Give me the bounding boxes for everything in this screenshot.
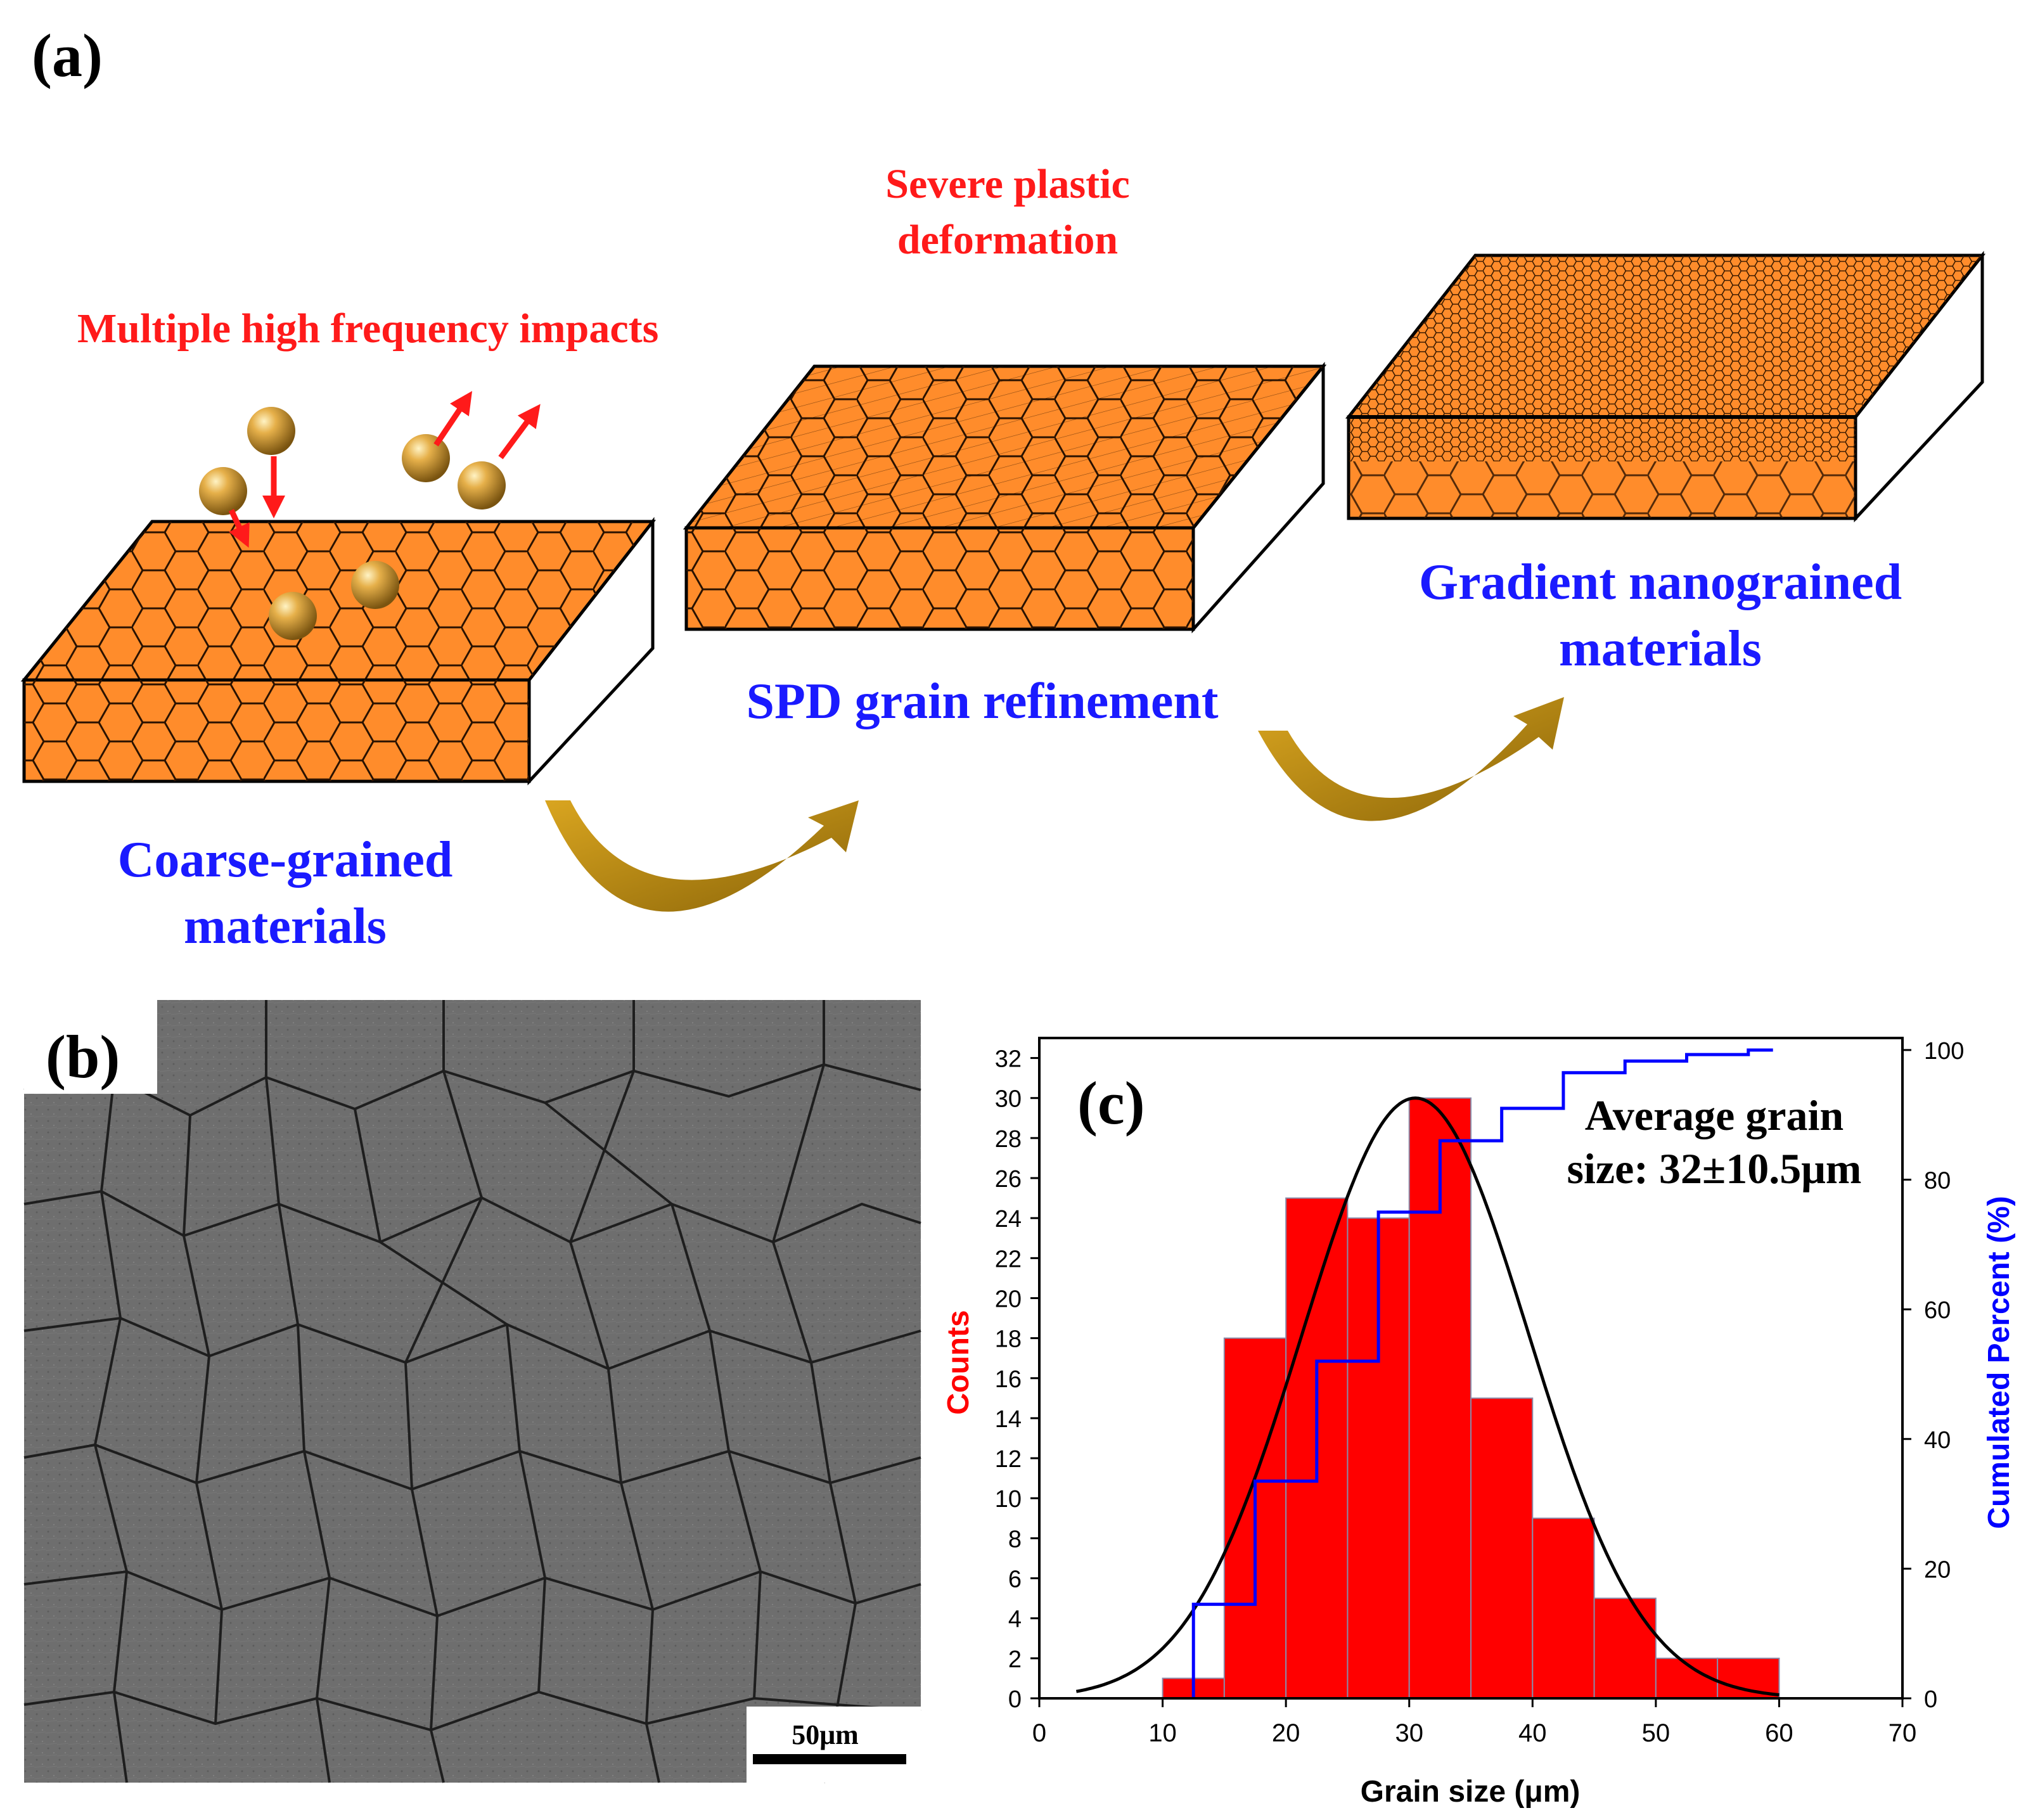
panel-b-label-bg (24, 1000, 157, 1094)
x-tick-label: 50 (1642, 1719, 1671, 1747)
y2-axis-label: Cumulated Percent (%) (1982, 1196, 2016, 1528)
y-tick-label: 16 (995, 1366, 1022, 1393)
histogram-bar (1532, 1517, 1595, 1699)
panel-b: (b) 50μm (23, 1000, 921, 1783)
x-tick-label: 30 (1395, 1719, 1423, 1747)
y-tick-label: 24 (995, 1206, 1022, 1233)
spd-block (683, 361, 1327, 634)
y-tick-label: 14 (995, 1406, 1022, 1433)
spd-label-line1: Severe plastic (885, 161, 1130, 207)
panel-a-label: (a) (32, 22, 103, 89)
y-tick-label: 8 (1008, 1526, 1022, 1553)
y-tick-label: 2 (1008, 1646, 1022, 1673)
y2-tick-label: 0 (1924, 1686, 1937, 1713)
y-tick-label: 18 (995, 1326, 1022, 1353)
impact-arrow (228, 509, 250, 548)
shot-ball (247, 407, 295, 455)
y-tick-label: 20 (995, 1286, 1022, 1312)
x-tick-label: 0 (1032, 1719, 1046, 1747)
histogram-bar (1593, 1598, 1657, 1699)
spd-label-line2: deformation (897, 217, 1118, 263)
impact-label: Multiple high frequency impacts (77, 305, 658, 352)
rebound-arrow (498, 404, 541, 459)
panel-a: (a) Multiple high frequency impacts Seve… (20, 22, 1986, 954)
y-tick-label: 30 (995, 1086, 1022, 1113)
gradient-block (1345, 250, 1986, 523)
scale-bar-box (747, 1707, 921, 1783)
sem-micrograph (24, 1000, 921, 1783)
plot-frame (1038, 1037, 1904, 1700)
process-arrow-2 (1258, 697, 1564, 821)
scale-bar-label: 50μm (792, 1719, 859, 1750)
y2-tick-label: 60 (1924, 1297, 1951, 1324)
y-tick-label: 0 (1008, 1686, 1022, 1713)
coarse-block (20, 516, 657, 786)
x-tick-label: 70 (1889, 1719, 1917, 1747)
impact-shots (199, 391, 541, 640)
x-tick-label: 20 (1272, 1719, 1300, 1747)
shot-ball (458, 461, 506, 509)
panel-c-label: (c) (1077, 1069, 1145, 1137)
y-tick-label: 28 (995, 1126, 1022, 1153)
y-tick-label: 10 (995, 1486, 1022, 1513)
shot-ball (351, 561, 399, 609)
y2-tick-label: 20 (1924, 1556, 1951, 1583)
y-tick-label: 12 (995, 1446, 1022, 1473)
cumulative-percent-line (1191, 1048, 1773, 1698)
y-tick-label: 26 (995, 1166, 1022, 1193)
y-tick-label: 22 (995, 1246, 1022, 1272)
refine-label: SPD grain refinement (746, 674, 1218, 729)
x-tick-label: 40 (1518, 1719, 1547, 1747)
coarse-label-line1: Coarse-grained (118, 832, 453, 888)
y-tick-label: 32 (995, 1046, 1022, 1073)
histogram-bar (1470, 1397, 1534, 1699)
x-axis-ticks: 0 10 20 30 40 50 60 70 (1032, 1698, 1916, 1747)
rebound-arrow (433, 391, 473, 447)
x-tick-label: 60 (1765, 1719, 1793, 1747)
y-tick-label: 6 (1008, 1567, 1022, 1593)
shot-ball (199, 467, 247, 515)
shot-ball (269, 592, 317, 640)
y2-tick-label: 40 (1924, 1427, 1951, 1454)
x-axis-label: Grain size (μm) (1361, 1775, 1581, 1809)
x-tick-label: 10 (1148, 1719, 1177, 1747)
process-arrow-1 (545, 800, 859, 912)
y2-tick-label: 100 (1924, 1038, 1964, 1065)
y-axis-label: Counts (942, 1310, 975, 1414)
gradient-label-line2: materials (1559, 621, 1762, 677)
avg-annotation-line2: size: 32±10.5μm (1567, 1144, 1862, 1193)
gradient-label-line1: Gradient nanograined (1419, 554, 1902, 610)
shot-ball (402, 434, 450, 482)
scale-bar (753, 1754, 906, 1764)
avg-annotation-line1: Average grain (1585, 1091, 1844, 1139)
panel-b-label: (b) (46, 1023, 120, 1091)
y-tick-label: 4 (1008, 1606, 1022, 1633)
coarse-label-line2: materials (184, 899, 387, 954)
y2-axis-ticks: 0 20 40 60 80 100 (1902, 1038, 1964, 1713)
y2-tick-label: 80 (1924, 1168, 1951, 1195)
grain-boundaries (23, 1000, 921, 1783)
